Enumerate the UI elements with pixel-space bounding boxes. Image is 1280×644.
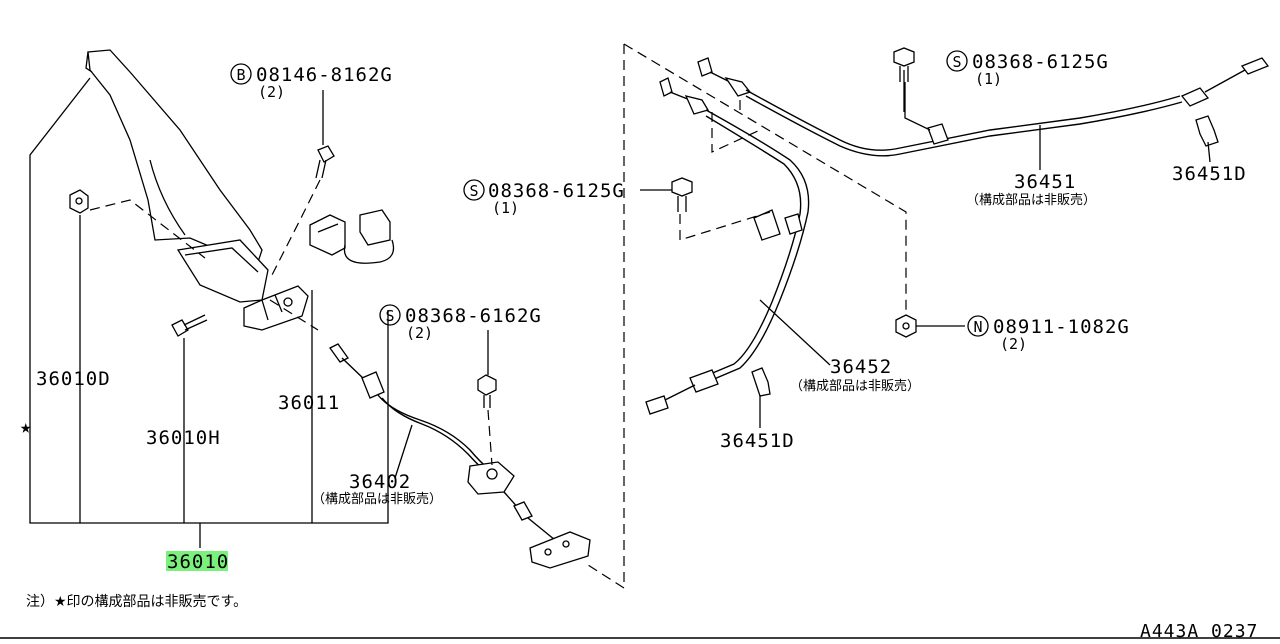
callout-b-08146: B 08146-8162G (2) [230, 63, 393, 101]
rear-cable-36451-drawing [697, 57, 1270, 157]
callout-qty: (2) [406, 324, 433, 342]
callout-s-08368-6125-left: S 08368-6125G (1) [463, 179, 625, 217]
bolt-08368-6125-left-icon [671, 177, 693, 212]
bolt-08368-6162-icon [477, 374, 497, 408]
part-36010-label: 36010 [167, 551, 229, 573]
callout-prefix: B [236, 66, 245, 84]
bolt-08146-icon [315, 145, 335, 179]
callout-part-number: 08368-6162G [405, 305, 542, 327]
callout-part-number: 08911-1082G [993, 316, 1130, 338]
brake-lever-drawing [85, 49, 309, 331]
part-36402-label: 36402 [349, 471, 411, 493]
part-36451D-top-label: 36451D [1172, 163, 1247, 185]
part-36010-highlight[interactable]: 36010 [166, 551, 229, 573]
callout-prefix: S [385, 307, 394, 325]
brake-switch-icon [309, 209, 395, 264]
callout-prefix: S [469, 182, 478, 200]
part-36010H-label: 36010H [146, 427, 221, 449]
part-36402-note: （構成部品は非販売） [312, 491, 442, 507]
callout-qty: (1) [975, 70, 1002, 88]
nut-08911-icon [895, 314, 917, 338]
diagram-code: A443A 0237 [1140, 621, 1258, 640]
part-36451D-bottom-label: 36451D [720, 430, 795, 452]
part-36451-label: 36451 [1014, 171, 1076, 193]
part-36011-label: 36011 [278, 392, 340, 414]
callout-prefix: S [952, 53, 961, 71]
callout-part-number: 08146-8162G [256, 64, 393, 86]
part-36452-note: （構成部品は非販売） [790, 378, 920, 394]
highlight-box [166, 551, 228, 571]
callout-qty: (2) [1000, 335, 1027, 353]
star-marker-icon: ★ [20, 416, 32, 438]
callout-qty: (2) [258, 83, 285, 101]
rear-cable-36452-drawing [645, 77, 810, 415]
clip-36451D-bottom-icon [751, 367, 771, 397]
nut-small-icon [69, 189, 89, 214]
front-cable-36402-drawing [329, 343, 591, 569]
callout-prefix: N [973, 318, 982, 336]
callout-qty: (1) [492, 199, 519, 217]
callout-n-08911: N 08911-1082G (2) [967, 315, 1130, 353]
callout-part-number: 08368-6125G [488, 180, 625, 202]
clip-36451D-top-icon [1195, 115, 1219, 147]
bolt-screw-icon [171, 314, 208, 337]
callout-s-08368-6162: S 08368-6162G (2) [379, 304, 542, 342]
footnote: 注）★印の構成部品は非販売です。 [26, 594, 247, 610]
callout-part-number: 08368-6125G [972, 51, 1109, 73]
callout-s-08368-6125-right: S 08368-6125G (1) [946, 50, 1109, 88]
part-36010D-label: 36010D [36, 368, 111, 390]
part-36451-note: （構成部品は非販売） [966, 192, 1096, 208]
bolt-08368-6125-right-icon [893, 47, 915, 82]
part-36452-label: 36452 [830, 356, 892, 378]
